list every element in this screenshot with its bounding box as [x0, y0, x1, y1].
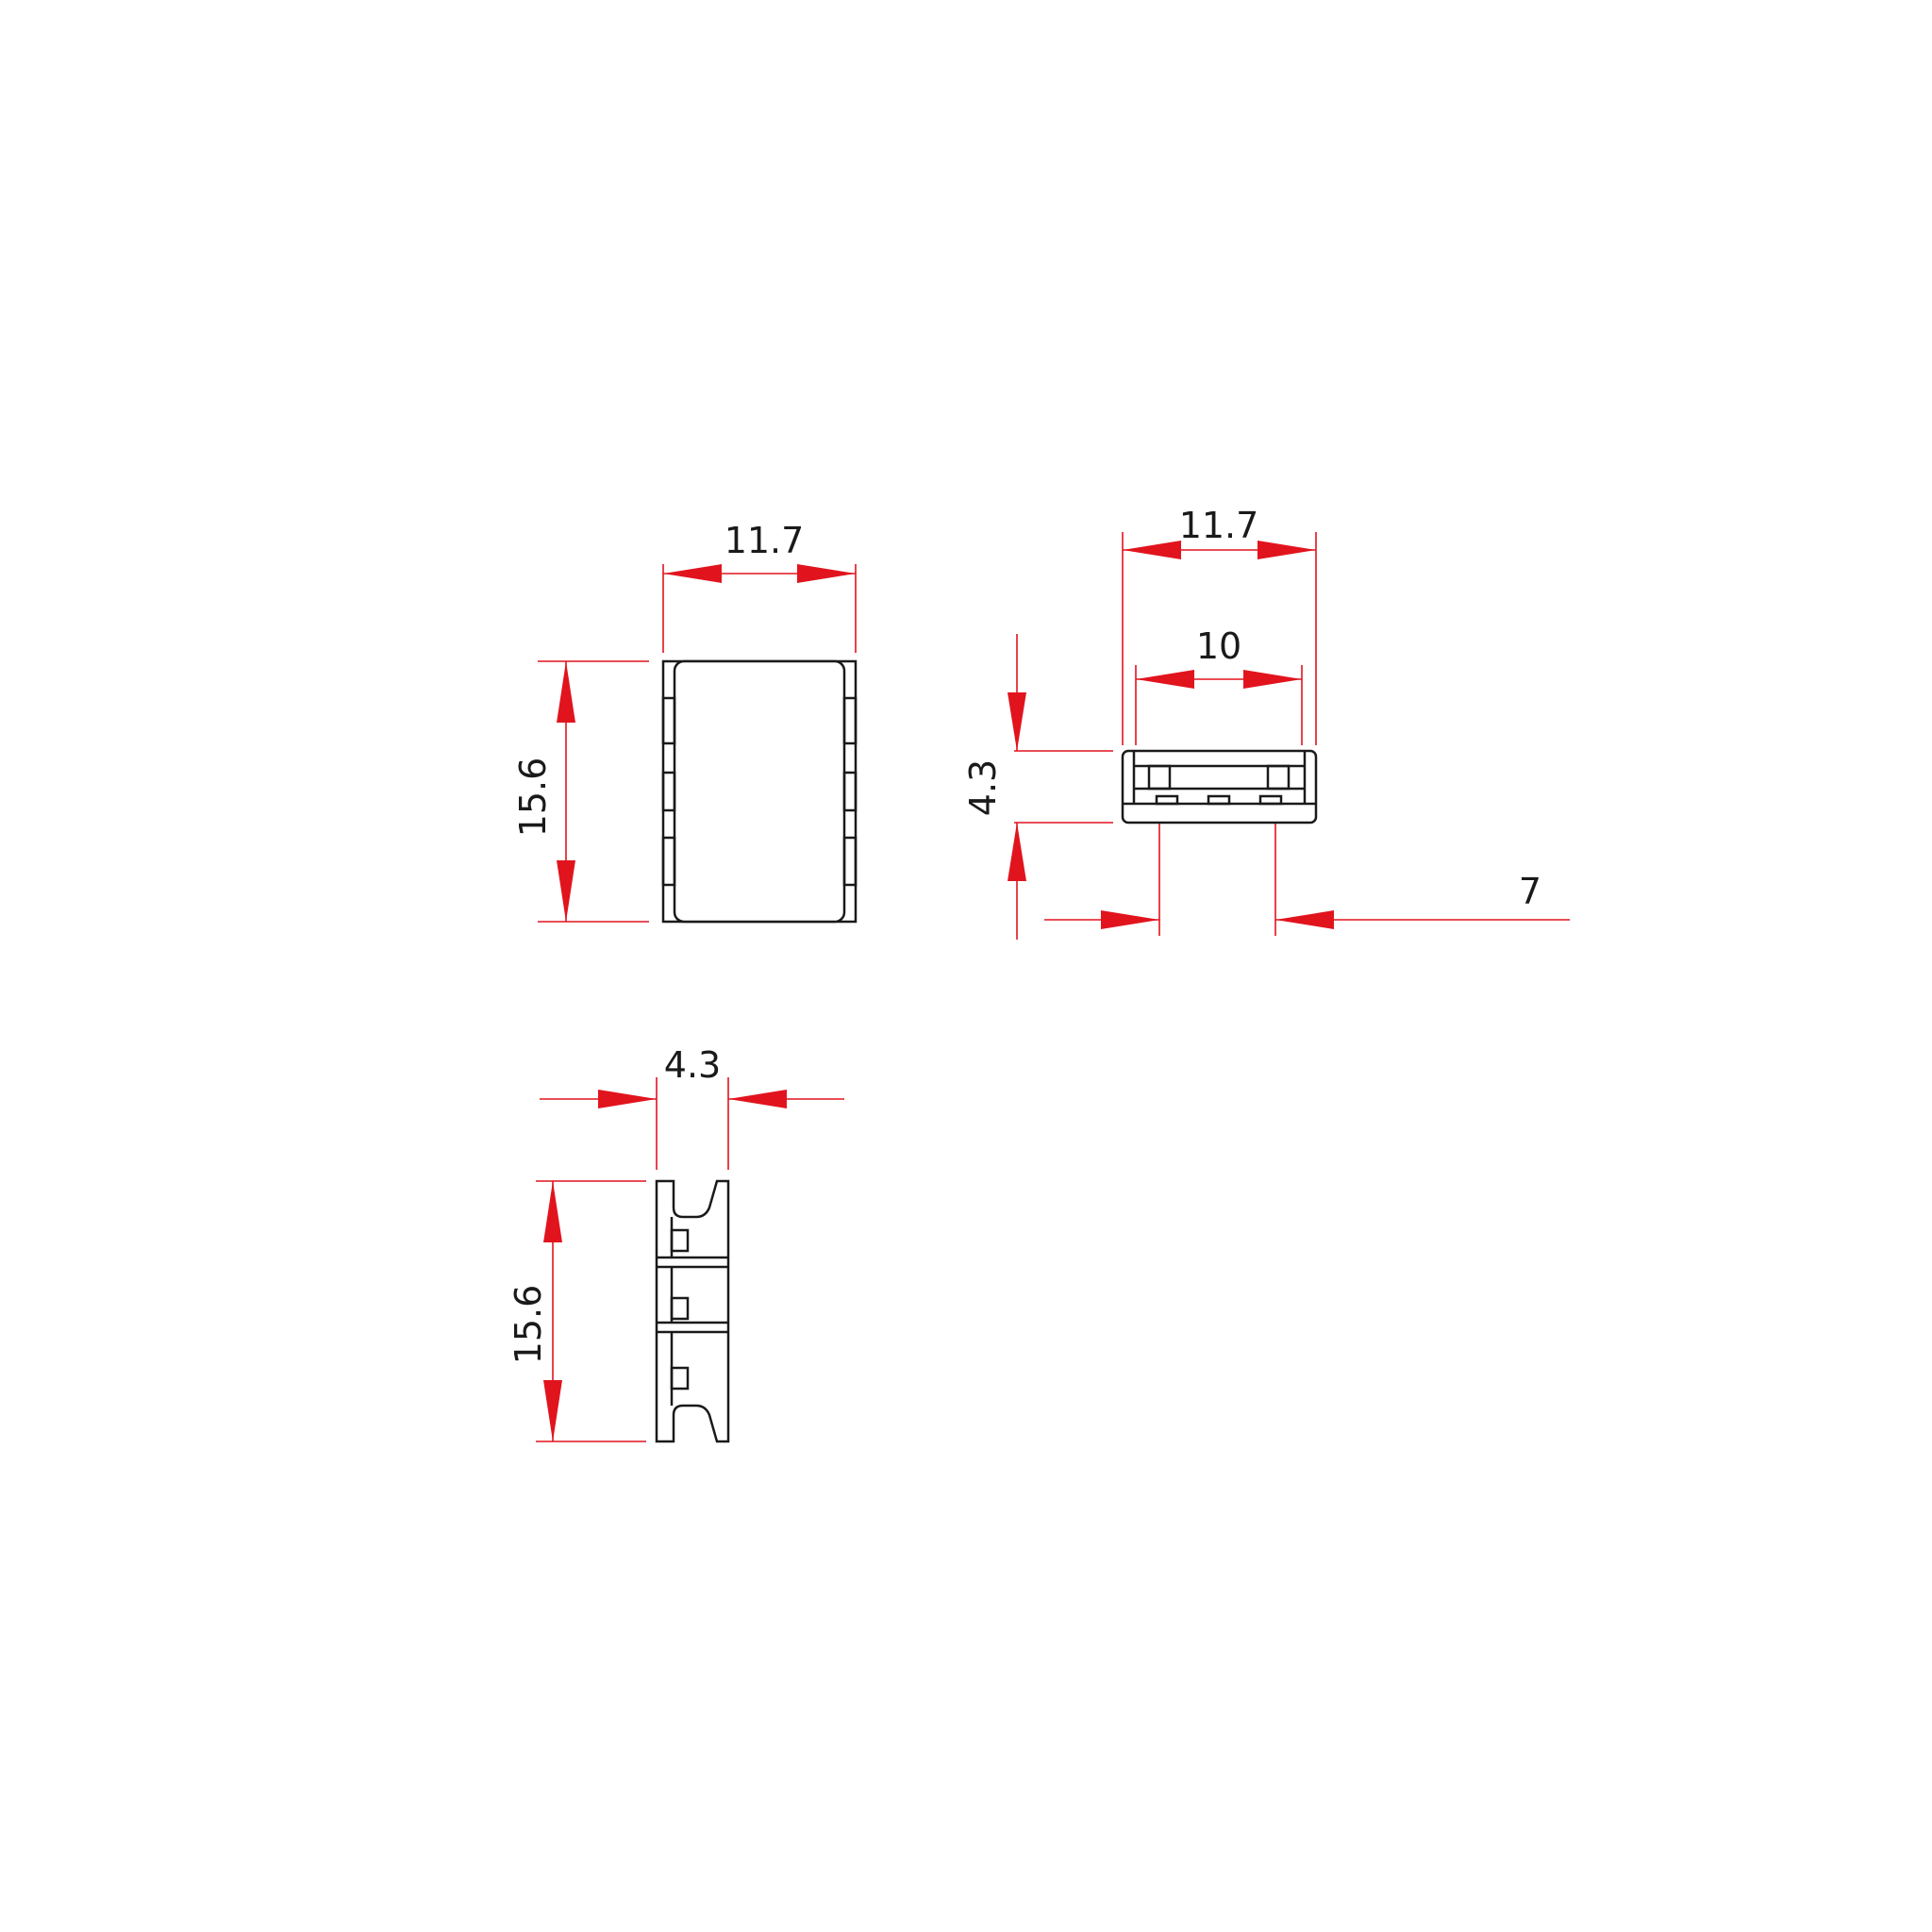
front-width-arrow-right [1257, 541, 1316, 559]
front-inner-arrow-right [1243, 670, 1302, 689]
side-window-3 [670, 1366, 690, 1391]
top-width-arrow-right [797, 564, 856, 583]
top-height-arrow-bottom [557, 860, 575, 922]
top-slot-left-3 [661, 836, 676, 887]
top-slot-right-1 [842, 696, 858, 745]
front-pin-label: 7 [1519, 871, 1541, 912]
top-view: 11.7 15.6 [512, 520, 858, 924]
top-height-arrow-top [557, 661, 575, 723]
front-pin-pad-2 [1207, 794, 1231, 806]
top-slot-right-3 [842, 836, 858, 887]
top-slot-left-2 [661, 771, 676, 812]
side-height-arrow-bottom [543, 1380, 562, 1441]
front-inner-arrow-left [1136, 670, 1194, 689]
side-view: 4.3 15.6 [508, 1044, 844, 1443]
front-pin-pad-1 [1155, 794, 1179, 806]
front-height-arrow-top [1008, 692, 1026, 751]
front-width-label: 11.7 [1179, 505, 1259, 546]
side-width-arrow-left [598, 1090, 657, 1108]
front-pin-arrow-left [1101, 910, 1159, 929]
side-height-label: 15.6 [508, 1285, 549, 1365]
front-height-arrow-bottom [1008, 823, 1026, 881]
side-width-arrow-right [728, 1090, 787, 1108]
top-height-label: 15.6 [512, 758, 554, 838]
top-width-label: 11.7 [724, 520, 805, 561]
top-body-inner [673, 659, 846, 924]
front-width-arrow-left [1123, 541, 1181, 559]
side-width-label: 4.3 [664, 1044, 721, 1086]
side-height-arrow-top [543, 1181, 562, 1242]
front-inner-width-label: 10 [1196, 625, 1241, 667]
front-body-outline [1121, 749, 1318, 824]
front-pin-pad-3 [1258, 794, 1283, 806]
side-body-outline [655, 1179, 730, 1443]
top-slot-left-1 [661, 696, 676, 745]
front-pin-arrow-right [1275, 910, 1334, 929]
front-view: 11.7 10 4.3 7 [962, 505, 1570, 940]
top-slot-right-2 [842, 771, 858, 812]
top-width-arrow-left [663, 564, 722, 583]
front-height-label: 4.3 [962, 759, 1004, 816]
side-window-1 [670, 1228, 690, 1253]
side-window-2 [670, 1296, 690, 1321]
